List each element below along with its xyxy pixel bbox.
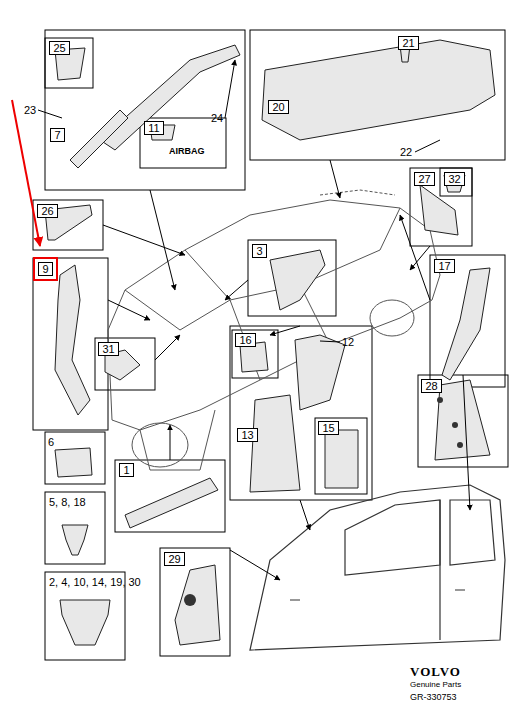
callout-number: 20	[272, 101, 284, 113]
callout-box: 11	[144, 121, 164, 135]
callout-box: 25	[49, 41, 70, 55]
callout-number: 22	[400, 146, 412, 158]
callout-number: 3	[256, 245, 262, 257]
callout-number: 24	[211, 112, 223, 124]
callout-number: 13	[241, 429, 253, 441]
callout-box: 15	[318, 421, 339, 435]
callout-box: 13	[237, 428, 258, 442]
callout-number: 15	[322, 422, 334, 434]
callout-number: 31	[102, 343, 114, 355]
callout-box: 29	[164, 552, 185, 566]
callout-number: 5, 8, 18	[49, 496, 86, 508]
callout-number: 16	[239, 334, 251, 346]
callout-number: 12	[342, 336, 354, 348]
callout-number: 11	[148, 122, 159, 134]
callout-box: 27	[414, 172, 435, 186]
callout-box: 20	[268, 100, 289, 114]
callout-number: 27	[418, 173, 430, 185]
callout-box: 3	[252, 244, 267, 258]
callout-number: 2, 4, 10, 14, 19, 30	[49, 576, 141, 588]
callout-box: 21	[398, 36, 419, 50]
callout-number: 6	[48, 436, 54, 448]
callout-number: 25	[53, 42, 65, 54]
callout-box: 17	[434, 259, 455, 273]
brand-mark: GR-330753	[410, 692, 457, 703]
callout-box: 16	[235, 333, 256, 347]
callout-box: 7	[50, 128, 65, 142]
callout-number: 21	[402, 37, 414, 49]
callout-number: 7	[54, 129, 60, 141]
brand-mark: VOLVO	[410, 664, 461, 679]
callout-number: 28	[425, 380, 437, 392]
callout-number: 26	[41, 205, 53, 217]
callout-number: 32	[448, 173, 460, 185]
callout-number: 29	[168, 553, 180, 565]
callout-number: 23	[24, 104, 36, 116]
brand-mark: Genuine Parts	[410, 680, 461, 690]
callout-number: 1	[123, 464, 129, 476]
callout-number: 9	[42, 263, 48, 275]
callout-box: 31	[98, 342, 119, 356]
callout-number: 17	[438, 260, 450, 272]
callout-box: 26	[37, 204, 58, 218]
callout-box: 32	[444, 172, 465, 186]
callout-box: 9	[38, 262, 53, 276]
callout-box: 1	[119, 463, 134, 477]
callout-box: 28	[421, 379, 442, 393]
callout-number: AIRBAG	[168, 146, 206, 157]
